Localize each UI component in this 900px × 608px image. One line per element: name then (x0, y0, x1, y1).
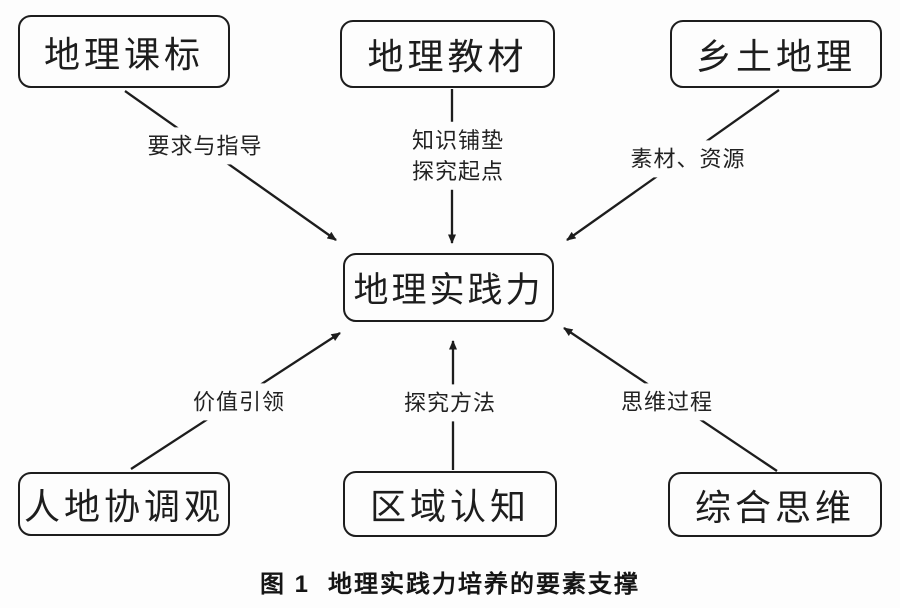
figure-caption: 图 1 地理实践力培养的要素支撑 (0, 564, 900, 599)
edge-label-thinking-process: 思维过程 (614, 383, 720, 421)
node-label: 地理教材 (367, 37, 528, 77)
edge-label-line1: 知识铺垫 (411, 127, 505, 153)
node-label: 乡土地理 (695, 37, 856, 77)
edge-label-requirements-guidance: 要求与指导 (141, 127, 269, 165)
node-label: 综合思维 (694, 487, 855, 528)
node-geography-textbook: 地理教材 (340, 20, 555, 88)
edge-label-knowledge-foundation: 知识铺垫 探究起点 (405, 121, 511, 191)
node-label: 地理实践力 (353, 271, 544, 310)
node-label: 人地协调观 (23, 487, 224, 527)
arrow-curriculum-to-center (124, 90, 337, 241)
edge-label-inquiry-methods: 探究方法 (397, 384, 503, 422)
figure-number: 图 1 (259, 571, 310, 598)
node-regional-cognition: 区域认知 (343, 471, 557, 537)
node-human-environment-coordination: 人地协调观 (18, 472, 230, 536)
node-geography-curriculum-standard: 地理课标 (18, 15, 230, 88)
node-label: 区域认知 (369, 487, 530, 527)
edge-label-materials-resources: 素材、资源 (624, 140, 752, 178)
node-label: 地理课标 (43, 34, 204, 75)
edge-label-line2: 探究起点 (411, 159, 505, 184)
node-comprehensive-thinking: 综合思维 (668, 472, 882, 537)
edge-label-value-guidance: 价值引领 (186, 383, 292, 421)
figure-title: 地理实践力培养的要素支撑 (328, 571, 640, 598)
node-geographic-practice-ability: 地理实践力 (343, 253, 554, 322)
node-local-geography: 乡土地理 (670, 20, 882, 88)
